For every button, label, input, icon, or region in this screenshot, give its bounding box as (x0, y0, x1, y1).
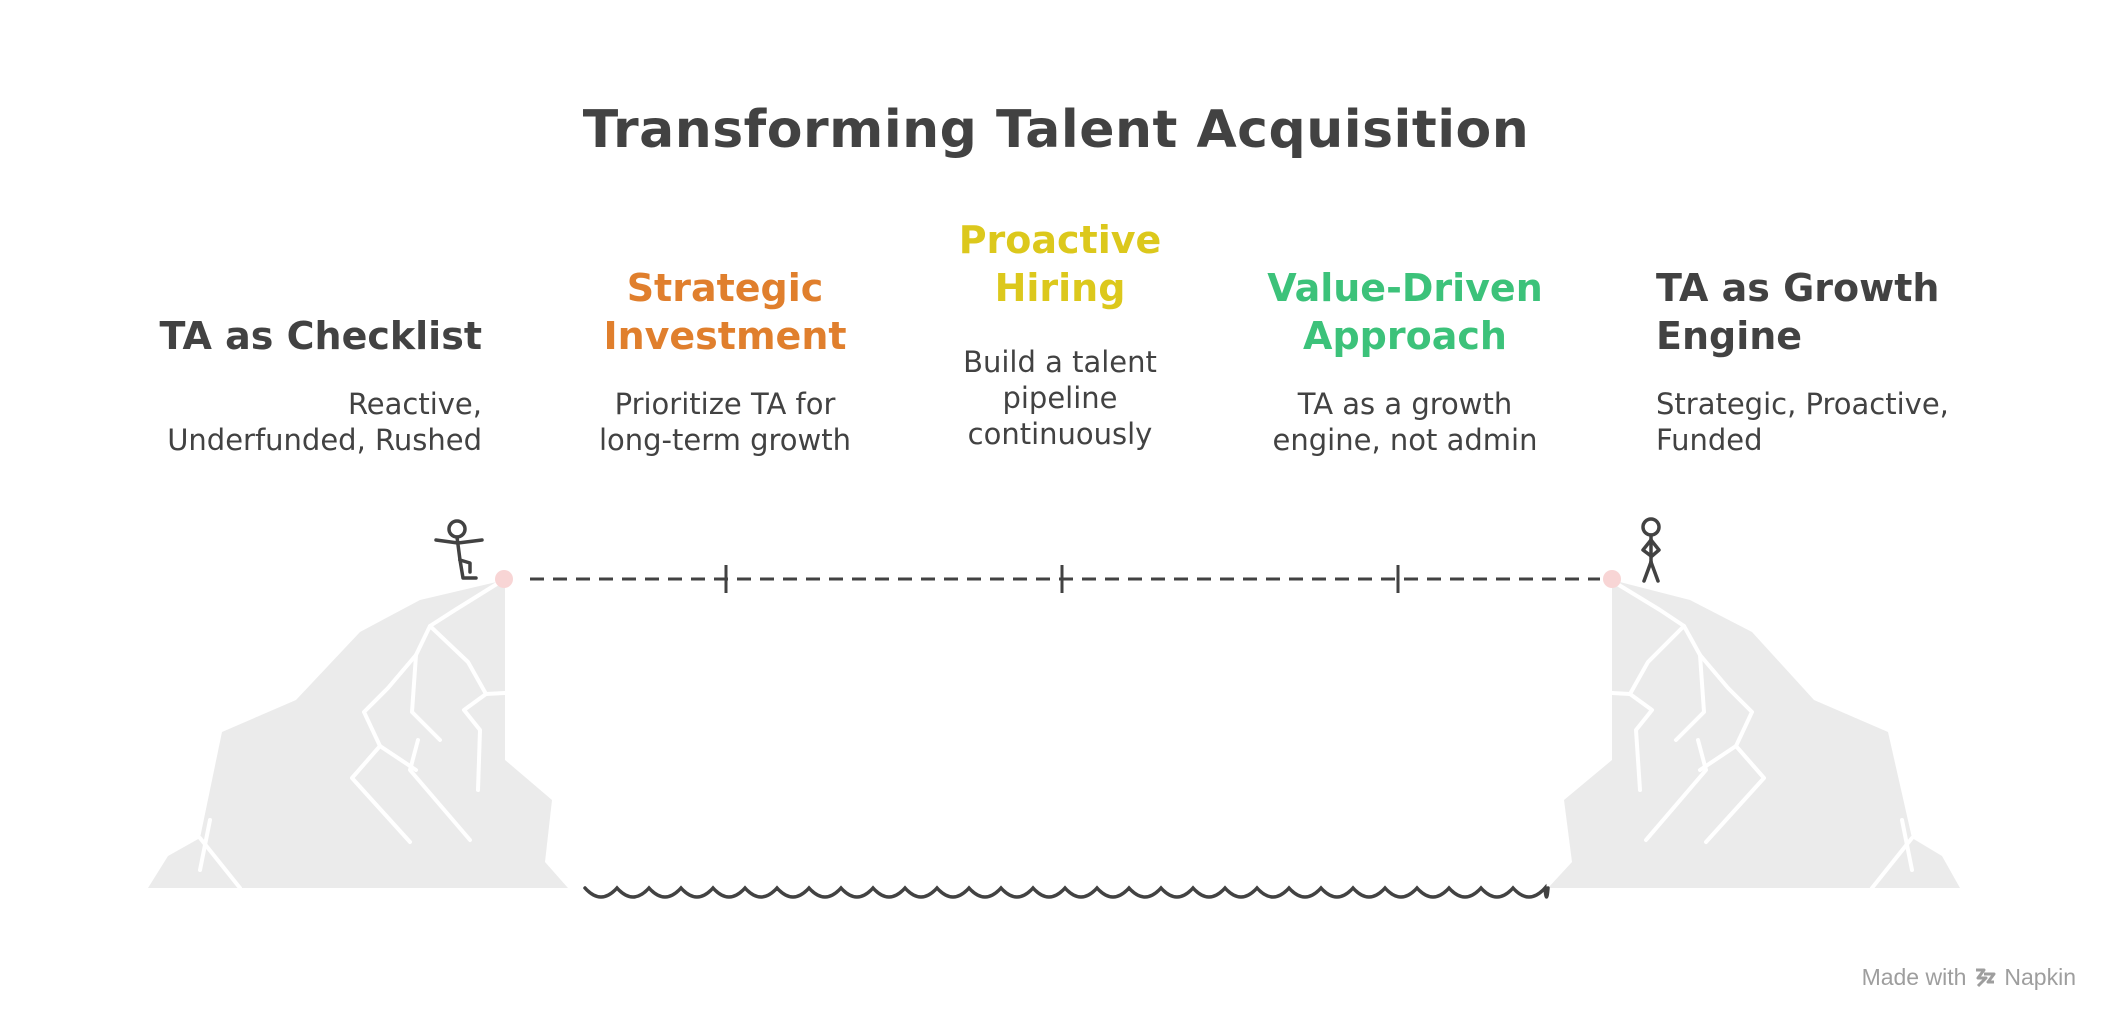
stage-3-title-line-2: Hiring (994, 266, 1126, 310)
stage-4-title-line-2: Approach (1303, 314, 1507, 358)
brand-name-label: Napkin (2004, 964, 2076, 990)
stage-1-description: Reactive, Underfunded, Rushed (110, 386, 482, 458)
stage-4-desc-line-1: TA as a growth (1297, 387, 1513, 421)
water-wave (583, 883, 1550, 899)
right-cliff-marker (1603, 570, 1621, 588)
stage-5-description: Strategic, Proactive, Funded (1656, 386, 2016, 458)
stage-4-title: Value-Driven Approach (1230, 264, 1580, 360)
stage-5-title-line-2: Engine (1656, 314, 1803, 358)
stage-5-desc-line-2: Funded (1656, 423, 1763, 457)
stage-1-desc-line-2: Underfunded, Rushed (167, 423, 482, 457)
stage-5-title-line-1: TA as Growth (1656, 266, 1940, 310)
made-with-napkin-badge: Made with Napkin (1862, 964, 2076, 991)
stage-4-title-line-1: Value-Driven (1267, 266, 1543, 310)
stage-2-title: Strategic Investment (560, 264, 890, 360)
stage-3-desc-line-1: Build a talent (963, 345, 1157, 379)
stage-3-title: Proactive Hiring (910, 216, 1210, 312)
stage-2-title-line-2: Investment (603, 314, 847, 358)
stage-2-desc-line-2: long-term growth (598, 423, 852, 457)
walking-person-icon (434, 519, 484, 580)
standing-person-icon (1641, 517, 1661, 583)
stage-2-description: Prioritize TA for long-term growth (560, 386, 890, 458)
stage-5-desc-line-1: Strategic, Proactive, (1656, 387, 1949, 421)
left-cliff-marker (495, 570, 513, 588)
stage-1-desc-line-1: Reactive, (347, 387, 482, 421)
stage-1-title-line-1: TA as Checklist (159, 314, 482, 358)
made-with-label: Made with (1861, 964, 1967, 990)
stage-2-desc-line-1: Prioritize TA for (614, 387, 836, 421)
stage-3-description: Build a talent pipeline continuously (910, 344, 1210, 452)
stage-5-title: TA as Growth Engine (1656, 264, 2016, 360)
stage-3-title-line-1: Proactive (958, 218, 1162, 262)
stage-3-desc-line-3: continuously (967, 417, 1153, 451)
diagram-title: Transforming Talent Acquisition (582, 100, 1530, 160)
stage-4-description: TA as a growth engine, not admin (1230, 386, 1580, 458)
left-cliff (148, 570, 568, 890)
napkin-logo-icon (1976, 968, 1996, 987)
right-cliff (1548, 570, 1960, 890)
stage-3-desc-line-2: pipeline (1002, 381, 1118, 415)
stage-2-title-line-1: Strategic (626, 266, 824, 310)
stage-1-title: TA as Checklist (110, 312, 482, 360)
stage-4-desc-line-2: engine, not admin (1272, 423, 1538, 457)
